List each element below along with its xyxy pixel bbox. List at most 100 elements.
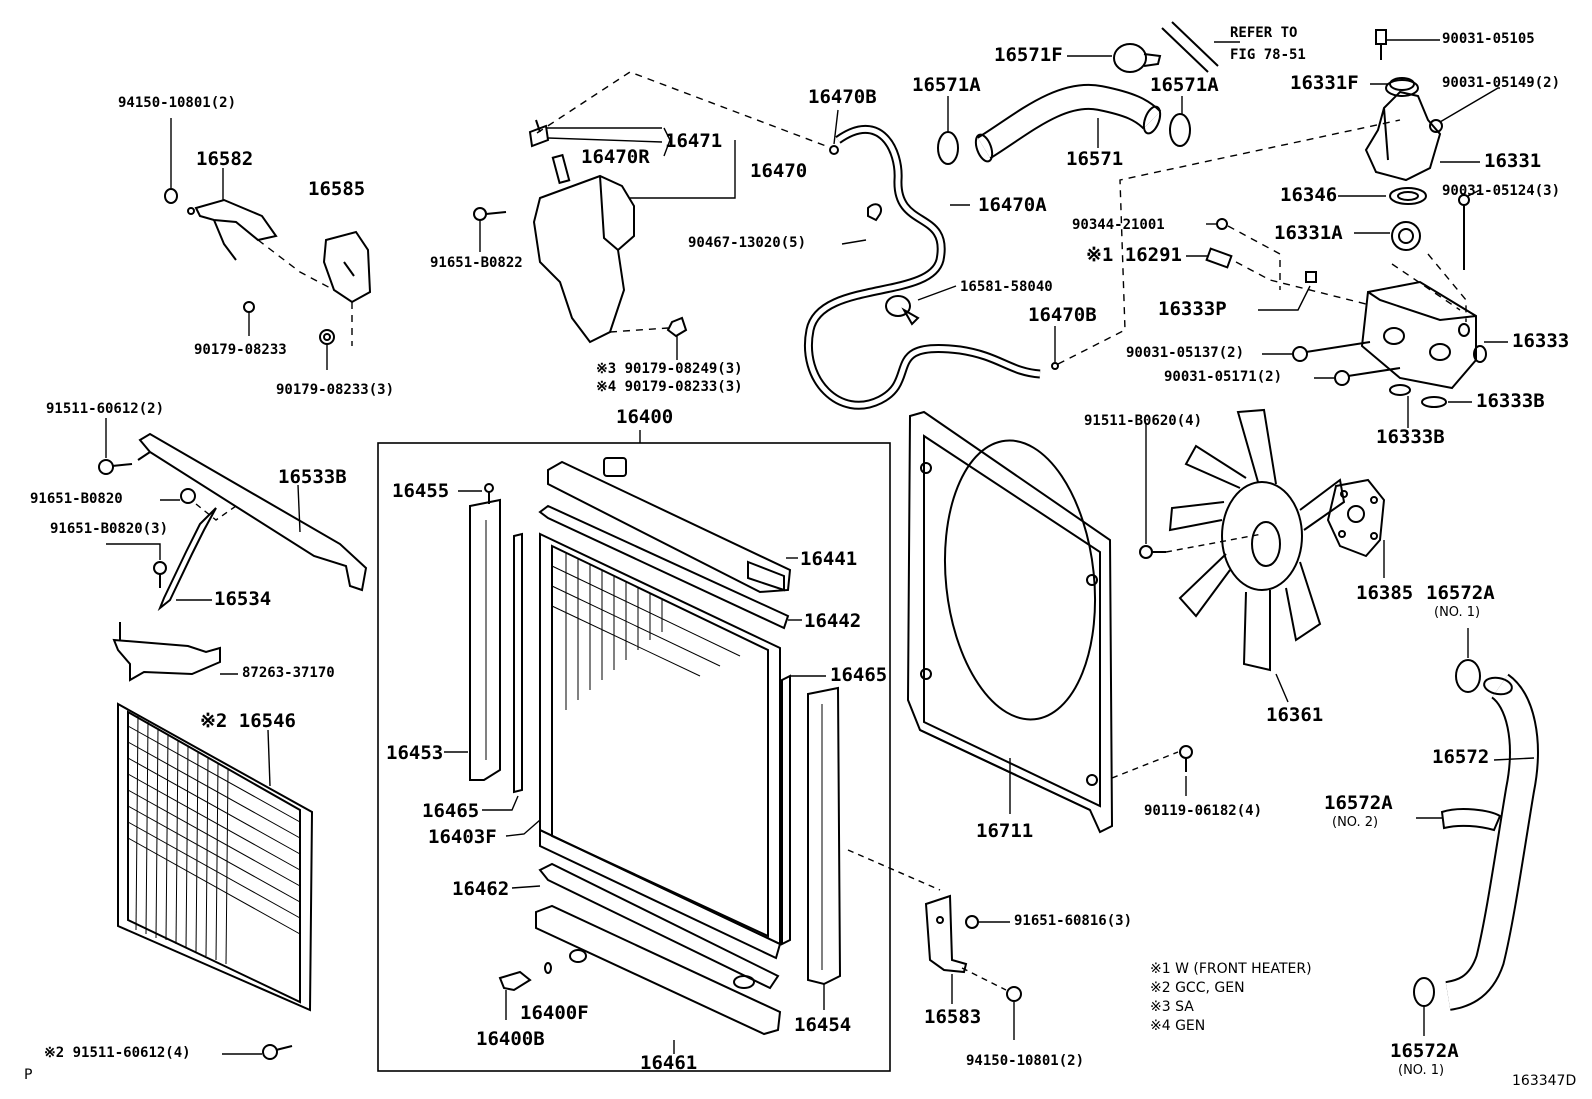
leader bbox=[663, 127, 671, 157]
clamp-16581-58040 bbox=[885, 295, 911, 317]
bolt-90031-05137 bbox=[1292, 346, 1308, 362]
clip-16470B bbox=[829, 145, 839, 155]
label-16470: 16470 bbox=[750, 160, 808, 182]
label-90179-08233-x4: ※4 90179-08233(3) bbox=[596, 379, 743, 395]
label-16583: 16583 bbox=[924, 1006, 982, 1028]
label-90031-05149: 90031-05149(2) bbox=[1442, 75, 1561, 91]
sensor-16291 bbox=[1205, 247, 1233, 269]
clamp-16571F bbox=[1113, 43, 1147, 73]
diagram-id: 163347D bbox=[1512, 1073, 1577, 1089]
leader bbox=[917, 285, 957, 301]
refer-line-2 bbox=[1171, 21, 1219, 67]
label-16361: 16361 bbox=[1266, 704, 1324, 726]
leader bbox=[1227, 225, 1281, 290]
nut-90179-08233 bbox=[243, 301, 255, 313]
bolt-90031-05149 bbox=[1429, 119, 1443, 133]
bolt-shank bbox=[1305, 341, 1371, 353]
leader bbox=[1493, 757, 1535, 761]
leader bbox=[536, 71, 827, 147]
bracket-16582 bbox=[164, 188, 278, 261]
note-4: ※4 GEN bbox=[1150, 1018, 1206, 1034]
label-90031-05124: 90031-05124(3) bbox=[1442, 183, 1561, 199]
upper-tank-16441 bbox=[547, 457, 792, 594]
label-90031-05137: 90031-05137(2) bbox=[1126, 345, 1245, 361]
leader bbox=[547, 137, 663, 143]
clip-90467-13020 bbox=[867, 203, 882, 222]
screen-mesh bbox=[127, 715, 301, 965]
core-fins bbox=[551, 552, 741, 710]
bracket-16534 bbox=[157, 507, 217, 612]
bolt-90119-06182 bbox=[1179, 745, 1193, 759]
bolt-91511-60612-4 bbox=[262, 1044, 278, 1060]
seal-16465-right bbox=[781, 674, 791, 946]
label-90031-05171: 90031-05171(2) bbox=[1164, 369, 1283, 385]
label-16333: 16333 bbox=[1512, 330, 1570, 352]
label-91651-B0820-3: 91651-B0820(3) bbox=[50, 521, 169, 537]
note-2: ※2 GCC, GEN bbox=[1150, 980, 1245, 996]
label-16470B-top: 16470B bbox=[808, 86, 877, 108]
radiator-assembly-box bbox=[377, 442, 891, 1072]
clamp-16572A-no1-bottom bbox=[1413, 977, 1435, 1007]
bolt-head bbox=[1458, 194, 1470, 206]
label-16333P: 16333P bbox=[1158, 298, 1227, 320]
bolt-91511-B0620 bbox=[1139, 545, 1153, 559]
seal-16465-left bbox=[513, 532, 523, 794]
label-90344-21001: 90344-21001 bbox=[1072, 217, 1165, 233]
label-16453: 16453 bbox=[386, 742, 444, 764]
clamp-16572A-no1-top bbox=[1455, 659, 1481, 693]
bolt-16455 bbox=[484, 483, 494, 493]
leader bbox=[511, 885, 541, 889]
label-16533B: 16533B bbox=[278, 466, 347, 488]
label-16454: 16454 bbox=[794, 1014, 852, 1036]
screen-16546 bbox=[117, 702, 314, 1012]
leader bbox=[1111, 751, 1179, 779]
leader bbox=[257, 239, 335, 291]
leader bbox=[297, 484, 301, 533]
label-16400F: 16400F bbox=[520, 1002, 589, 1024]
label-90179-08249: ※3 90179-08249(3) bbox=[596, 361, 743, 377]
label-16461: 16461 bbox=[640, 1052, 698, 1074]
label-16346: 16346 bbox=[1280, 184, 1338, 206]
leader bbox=[1275, 673, 1289, 703]
leader bbox=[1235, 261, 1367, 305]
plug-90344-21001 bbox=[1216, 218, 1228, 230]
label-16331: 16331 bbox=[1484, 150, 1542, 172]
bolt-91511-60612 bbox=[98, 459, 114, 475]
label-90179-08233: 90179-08233 bbox=[194, 342, 287, 358]
label-94150-10801-bottom: 94150-10801(2) bbox=[966, 1053, 1085, 1069]
label-16470A: 16470A bbox=[978, 194, 1047, 216]
bolt-shank bbox=[111, 463, 133, 467]
leader bbox=[1057, 119, 1401, 365]
label-16331A: 16331A bbox=[1274, 222, 1343, 244]
label-16455: 16455 bbox=[392, 480, 450, 502]
leader bbox=[1467, 189, 1481, 197]
label-16572A-no1-top: 16572A bbox=[1426, 582, 1495, 604]
label-16571: 16571 bbox=[1066, 148, 1124, 170]
clip-16470B-mid bbox=[1051, 362, 1059, 370]
label-16470B-mid: 16470B bbox=[1028, 304, 1097, 326]
leader bbox=[961, 967, 1007, 991]
label-91651-B0822: 91651-B0822 bbox=[430, 255, 523, 271]
label-91651-B0820: 91651-B0820 bbox=[30, 491, 123, 507]
label-16465-left: 16465 bbox=[422, 800, 480, 822]
leader bbox=[505, 819, 541, 837]
label-16534: 16534 bbox=[214, 588, 272, 610]
label-16571A-left: 16571A bbox=[912, 74, 981, 96]
label-16400: 16400 bbox=[616, 406, 674, 428]
nut-90179-08249 bbox=[666, 316, 688, 338]
leader bbox=[609, 327, 669, 333]
leader bbox=[267, 729, 271, 787]
label-91511-B0620: 91511-B0620(4) bbox=[1084, 413, 1203, 429]
thermostat-inner bbox=[1398, 228, 1414, 244]
label-16572A-no1-top-sub: (NO. 1) bbox=[1434, 605, 1481, 620]
bolt-shank bbox=[275, 1045, 293, 1051]
leader bbox=[106, 543, 161, 560]
bolt-90031-05171 bbox=[1334, 370, 1350, 386]
label-90467-13020: 90467-13020(5) bbox=[688, 235, 807, 251]
leader bbox=[1439, 87, 1500, 123]
clamp-16571A-right bbox=[1169, 113, 1191, 147]
leader bbox=[195, 503, 237, 521]
leader bbox=[630, 140, 736, 199]
hose-16571 bbox=[974, 83, 1162, 163]
